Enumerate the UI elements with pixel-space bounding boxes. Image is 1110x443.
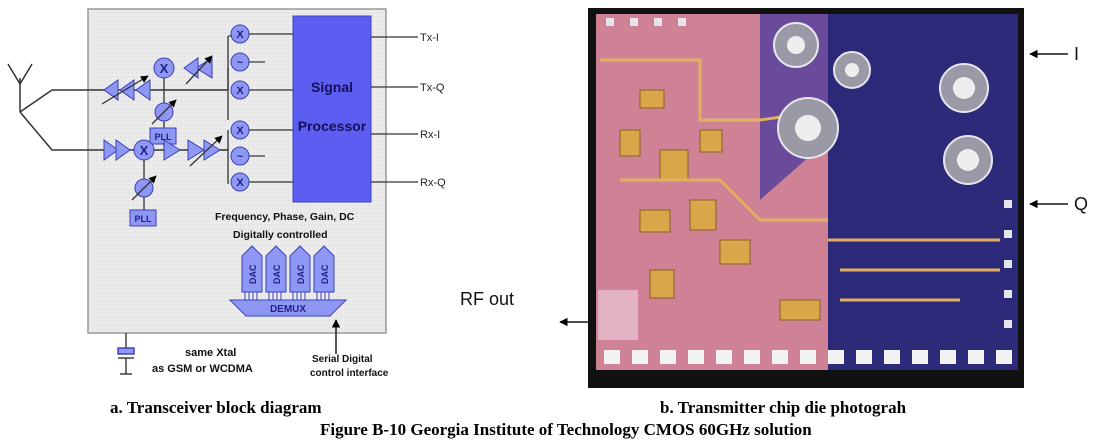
figure-caption: Figure B-10 Georgia Institute of Technol… (320, 420, 812, 439)
dac-label-2: DAC (272, 264, 282, 284)
xtal-label-2: as GSM or WCDMA (152, 363, 253, 375)
signal-processor-block (293, 16, 371, 202)
control-text-line1: Frequency, Phase, Gain, DC (215, 211, 355, 223)
demux-label: DEMUX (270, 304, 306, 315)
antenna-icon (8, 64, 100, 150)
serial-label-2: control interface (310, 368, 389, 379)
output-tx-i: Tx-I (420, 32, 439, 44)
caption-a: a. Transceiver block diagram (110, 398, 322, 417)
label-q: Q (1074, 194, 1088, 214)
output-tx-q: Tx-Q (420, 82, 445, 94)
svg-text:X: X (236, 125, 244, 137)
pll-top-label: PLL (155, 132, 173, 142)
svg-text:X: X (160, 61, 169, 76)
svg-text:~: ~ (237, 57, 244, 69)
signal-processor-label-2: Processor (298, 118, 367, 134)
label-rf-out: RF out (460, 289, 514, 309)
output-rx-q: Rx-Q (420, 177, 446, 189)
output-rx-i: Rx-I (420, 129, 440, 141)
dac-label-1: DAC (248, 264, 258, 284)
serial-label-1: Serial Digital (312, 354, 373, 365)
label-i: I (1074, 44, 1079, 64)
signal-processor-label-1: Signal (311, 79, 353, 95)
control-text-line2: Digitally controlled (233, 229, 328, 241)
pll-bottom-label: PLL (135, 214, 153, 224)
svg-text:X: X (236, 29, 244, 41)
dac-label-4: DAC (320, 264, 330, 284)
xtal-label-1: same Xtal (185, 347, 236, 359)
chip-die-photograph (588, 8, 1024, 388)
transceiver-block-diagram: X PLL X ~ X (8, 9, 446, 379)
crystal-icon (118, 333, 134, 374)
caption-b: b. Transmitter chip die photograh (660, 398, 906, 417)
svg-text:X: X (236, 177, 244, 189)
svg-text:~: ~ (237, 151, 244, 163)
dac-label-3: DAC (296, 264, 306, 284)
svg-text:X: X (140, 143, 149, 158)
svg-text:X: X (236, 85, 244, 97)
pad-row (604, 350, 1012, 364)
